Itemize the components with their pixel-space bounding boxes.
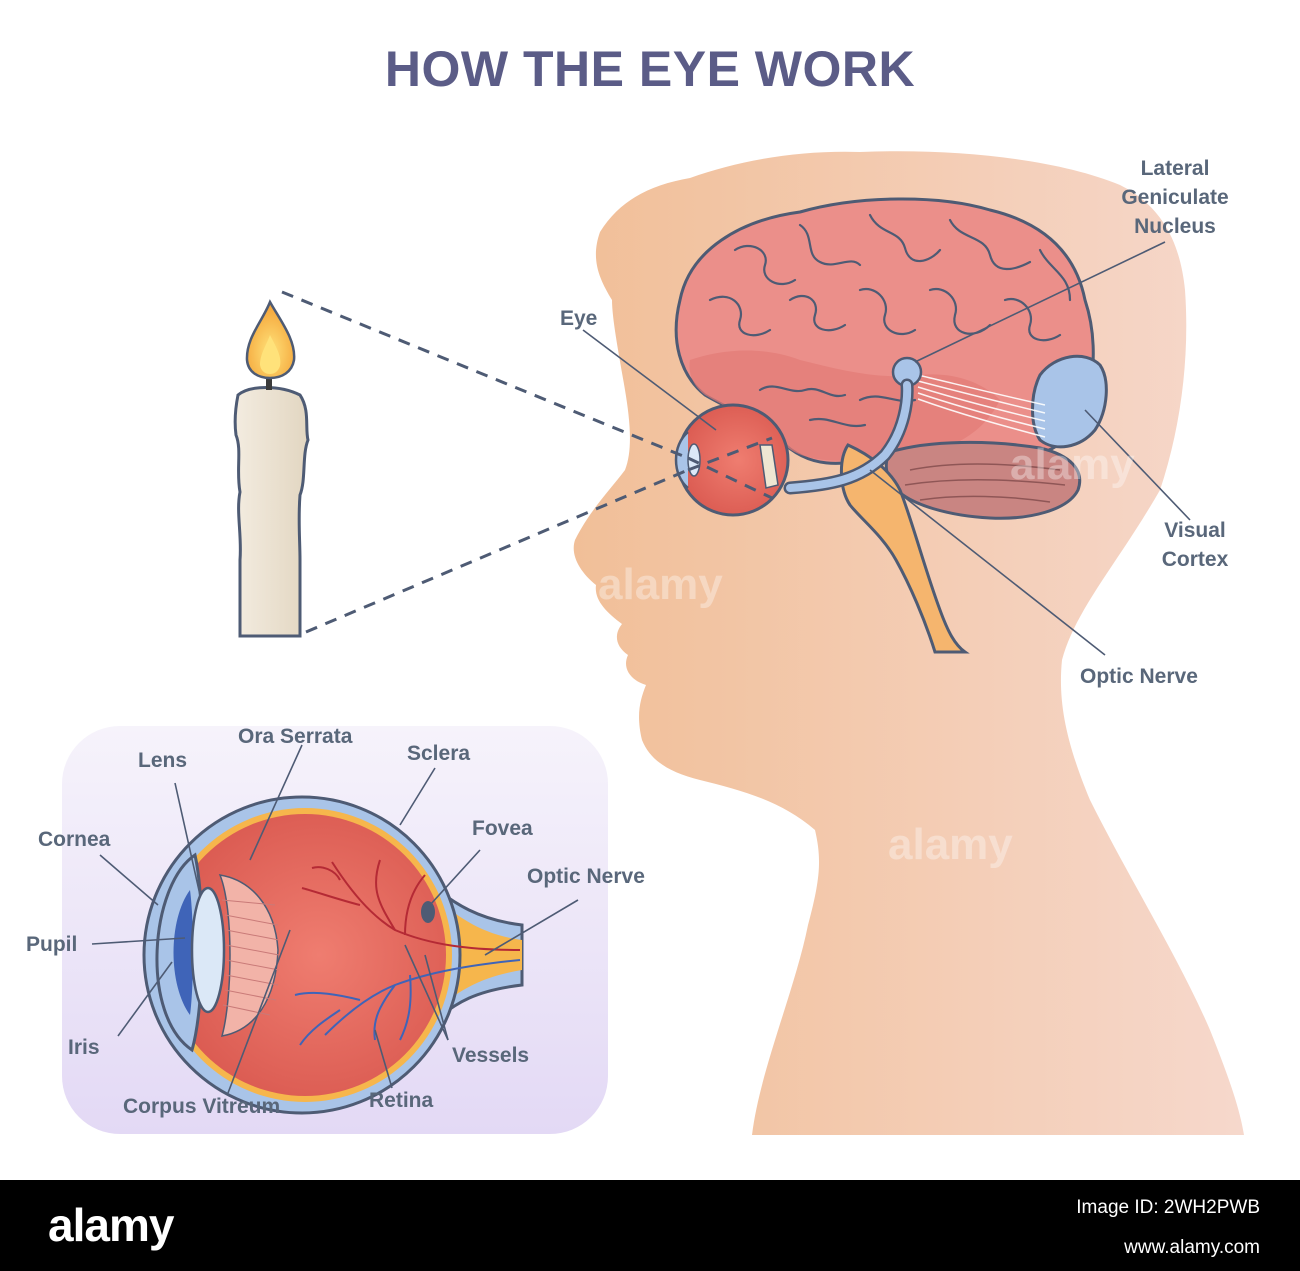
watermark-text: alamy — [888, 820, 1013, 869]
sight-lines — [281, 290, 773, 634]
head-leader-lines — [582, 241, 1191, 656]
label-eye: Eye — [560, 307, 598, 330]
watermark-text: alamy — [1010, 440, 1135, 489]
footer-id-line1: Image ID: 2WH2PWB — [1076, 1197, 1260, 1218]
candle — [233, 299, 310, 638]
label-visual-cortex-line2: Cortex — [1161, 548, 1229, 571]
label-cornea: Cornea — [38, 828, 111, 851]
label-vessels: Vessels — [452, 1044, 530, 1067]
label-pupil: Pupil — [26, 933, 78, 956]
label-ora-serrata: Ora Serrata — [238, 725, 353, 748]
candle-flame-core — [260, 335, 281, 374]
label-lgn-line1: Lateral — [1140, 157, 1210, 180]
label-visual-cortex-line1: Visual — [1164, 519, 1226, 542]
footer-id-line2: www.alamy.com — [1124, 1237, 1260, 1258]
footer-logo: alamy — [48, 1199, 174, 1251]
retinal-vessels-blue — [294, 959, 521, 1046]
cerebellum-folds — [904, 463, 1066, 503]
label-iris: Iris — [68, 1036, 100, 1059]
label-corpus-vitreum: Corpus Vitreum — [123, 1095, 281, 1118]
footer-image-id: Image ID: 2WH2PWB www.alamy.com — [1076, 1188, 1260, 1268]
label-visual-cortex: Visual Cortex — [1140, 516, 1250, 574]
brain-gyri — [708, 213, 1072, 428]
label-lgn-line2: Geniculate — [1121, 186, 1229, 209]
head-eye-image — [759, 444, 779, 489]
diagram-title: HOW THE EYE WORK — [384, 41, 916, 97]
label-optic-nerve-head: Optic Nerve — [1080, 665, 1198, 688]
eye-anatomy — [142, 795, 524, 1115]
label-sclera: Sclera — [407, 742, 471, 765]
optic-radiation — [917, 374, 1046, 438]
diagram-canvas: HOW THE EYE WORK Lateral Geniculate Nucl… — [26, 41, 1250, 1136]
label-lateral-geniculate-nucleus: Lateral Geniculate Nucleus — [1100, 154, 1250, 241]
label-fovea: Fovea — [472, 817, 533, 840]
ciliary-fibers — [221, 899, 280, 1016]
eye-diagram-illustration — [62, 151, 1244, 1136]
retinal-vessels-red — [301, 859, 521, 951]
brain-stem — [839, 443, 970, 654]
lens — [190, 886, 226, 1014]
iris — [173, 890, 193, 1015]
candle-body — [233, 386, 310, 638]
label-lens: Lens — [138, 749, 188, 772]
label-optic-nerve-eye: Optic Nerve — [527, 865, 645, 888]
watermark-text: alamy — [598, 560, 723, 609]
footer-bar: alamy Image ID: 2WH2PWB www.alamy.com — [0, 1180, 1300, 1271]
label-retina: Retina — [369, 1089, 434, 1112]
brain-temporal-lobe — [689, 350, 1000, 461]
label-lgn-line3: Nucleus — [1134, 215, 1216, 238]
fovea — [421, 901, 435, 923]
inset-leader-lines — [91, 744, 579, 1094]
visual-cortex — [1031, 354, 1108, 449]
optic-nerve-pathway-fill — [786, 381, 912, 492]
